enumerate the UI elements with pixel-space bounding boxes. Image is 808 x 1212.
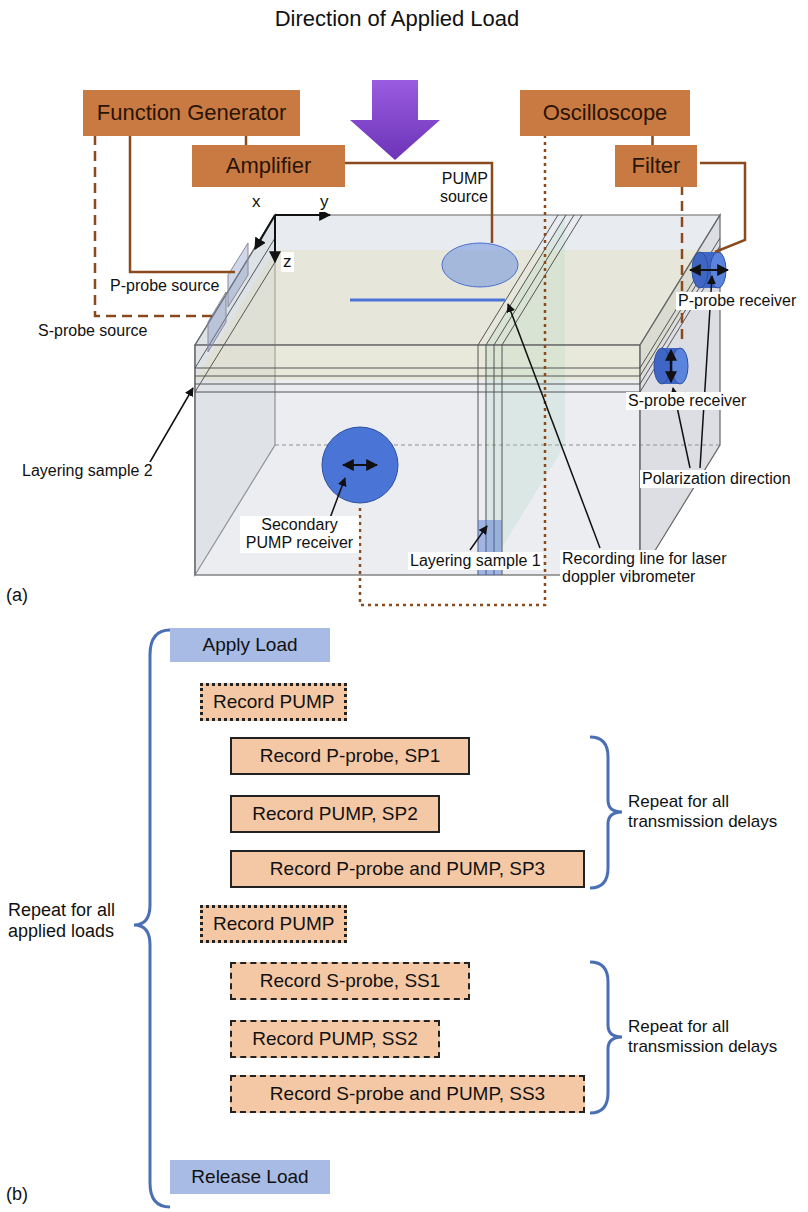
part-label: Recording line for laser doppler vibrome…	[560, 550, 764, 587]
node-text: Record P-probe, SP1	[260, 745, 441, 767]
recording-line	[350, 299, 505, 302]
layering-sample-2-lines	[195, 238, 720, 392]
axis-label: z	[281, 252, 294, 272]
repeat-label: Repeat for all transmission delays	[626, 1017, 808, 1056]
node-text: Record S-probe, SS1	[260, 970, 441, 992]
step-box: Record PUMP, SP2	[230, 795, 440, 833]
node-text: Record S-probe and PUMP, SS3	[270, 1083, 545, 1105]
node-text: Filter	[632, 153, 681, 179]
leader-lines	[150, 276, 712, 550]
polarization-arrow	[343, 464, 377, 466]
polarization-arrow	[670, 350, 672, 382]
step-box: Apply Load	[170, 628, 330, 662]
axis-label: x	[250, 192, 263, 212]
device-box: Filter	[615, 145, 697, 187]
node-text: Oscilloscope	[543, 100, 668, 126]
node-text: Record PUMP	[213, 691, 334, 713]
part-label: P-probe receiver	[676, 292, 798, 310]
device-box: Oscilloscope	[520, 90, 690, 136]
p-probe-source	[228, 243, 248, 307]
node-text: Record PUMP	[213, 913, 334, 935]
panel-label: (a)	[4, 585, 30, 606]
s-probe-receiver	[654, 348, 688, 384]
step-box: Record S-probe, SS1	[230, 962, 470, 1000]
step-box: Record P-probe and PUMP, SP3	[230, 850, 585, 888]
repeat-label: Repeat for all applied loads	[6, 900, 134, 941]
load-label: Direction of Applied Load	[245, 6, 549, 31]
wires	[95, 135, 745, 605]
step-box: Record PUMP	[200, 905, 347, 943]
pump-source	[442, 243, 518, 287]
device-box: Amplifier	[192, 145, 345, 187]
polarization-arrow	[690, 269, 728, 271]
step-box: Record S-probe and PUMP, SS3	[230, 1075, 585, 1113]
axis-label: y	[318, 192, 331, 212]
device-box: Function Generator	[83, 90, 300, 136]
part-label: S-probe source	[36, 322, 149, 340]
node-text: Apply Load	[202, 634, 297, 656]
step-box: Record PUMP	[200, 683, 347, 721]
node-text: Record P-probe and PUMP, SP3	[270, 858, 545, 880]
part-label: Layering sample 1	[408, 552, 543, 570]
s-probe-source	[208, 292, 226, 352]
part-label: Polarization direction	[640, 470, 808, 488]
step-box: Record P-probe, SP1	[230, 737, 470, 775]
part-label: S-probe receiver	[626, 392, 748, 410]
node-text: Release Load	[191, 1166, 308, 1188]
secondary-pump-receiver	[322, 427, 398, 503]
repeat-brace	[134, 630, 622, 1207]
node-text: Amplifier	[226, 153, 312, 179]
step-box: Release Load	[170, 1160, 330, 1194]
part-label: PUMP source	[420, 170, 490, 207]
repeat-label: Repeat for all transmission delays	[626, 792, 808, 831]
part-label: Layering sample 2	[20, 462, 155, 480]
part-label: P-probe source	[108, 277, 221, 295]
wire-connector	[245, 136, 248, 145]
node-text: Record PUMP, SP2	[252, 803, 417, 825]
node-text: Function Generator	[97, 100, 287, 126]
load-arrow	[350, 80, 440, 160]
part-label: Secondary PUMP receiver	[240, 516, 359, 553]
panel-label: (b)	[4, 1184, 30, 1205]
wire-connector	[651, 136, 654, 145]
node-text: Record PUMP, SS2	[252, 1028, 417, 1050]
step-box: Record PUMP, SS2	[230, 1020, 440, 1058]
